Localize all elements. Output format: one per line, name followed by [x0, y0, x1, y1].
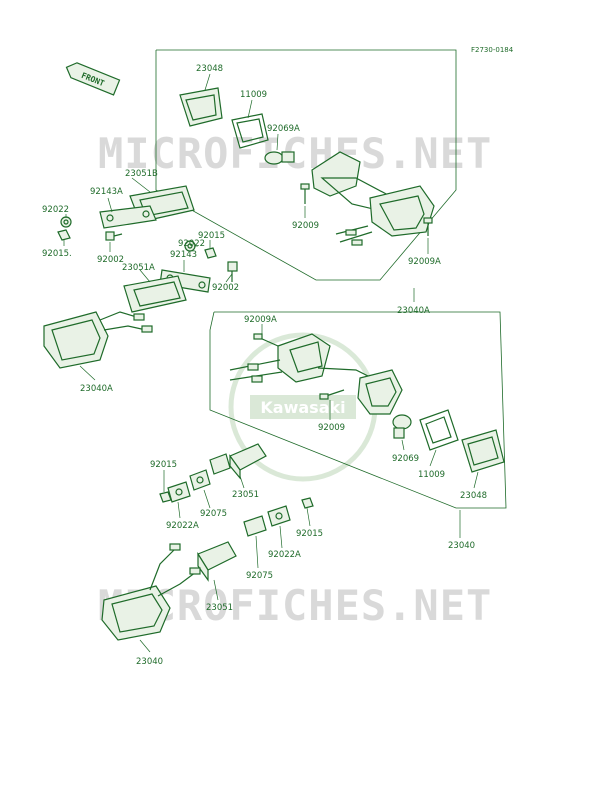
bulb-92069a [264, 151, 295, 165]
bracket-23051a [123, 275, 187, 313]
stay-23051-a [229, 443, 267, 480]
grommet-92075-a [189, 469, 211, 491]
part-label-92002-mid: 92002 [212, 283, 239, 293]
part-label-11009-lower: 11009 [418, 470, 445, 480]
nut-92015-mid [204, 247, 217, 259]
upper-assembly-outline [155, 49, 457, 281]
washer-92022-left [60, 216, 72, 228]
part-label-92002-left: 92002 [97, 255, 124, 265]
nut-92015-left [57, 229, 71, 241]
watermark-top: MICROFICHES.NET [98, 129, 492, 178]
turn-signal-23040a-left [43, 311, 153, 369]
part-label-23040-bottom: 23040 [136, 657, 163, 667]
screw-92009-upper [300, 183, 310, 204]
part-label-23051-b: 23051 [206, 603, 233, 613]
part-label-92143: 92143 [170, 250, 197, 260]
lens-23048-upper [179, 87, 223, 127]
part-label-92009-upper: 92009 [292, 221, 319, 231]
part-label-92069a: 92069A [267, 124, 300, 134]
part-label-23040a-left: 23040A [80, 384, 113, 394]
part-label-23048-upper: 23048 [196, 64, 223, 74]
turn-signal-23040-bottom [101, 543, 201, 641]
part-label-11009-upper: 11009 [240, 90, 267, 100]
nut-92015-lower-b [301, 497, 314, 509]
part-label-92009a-lower: 92009A [244, 315, 277, 325]
washer-92022a-lower-a [167, 481, 191, 503]
front-arrow-icon: FRONT [65, 62, 121, 96]
part-label-23048-lower: 23048 [460, 491, 487, 501]
part-label-23040-right: 23040 [448, 541, 475, 551]
housing-upper-right [311, 151, 435, 246]
part-label-92009a-upper: 92009A [408, 257, 441, 267]
part-label-92022a-lower-b: 92022A [268, 550, 301, 560]
bolt-92002-mid [227, 261, 238, 282]
part-label-92075-a: 92075 [200, 509, 227, 519]
part-label-23051a: 23051A [122, 263, 155, 273]
housing-lower-right [229, 333, 403, 415]
part-label-92143a: 92143A [90, 187, 123, 197]
screw-92009a-lower [253, 333, 279, 347]
part-label-92015-lower-b: 92015 [296, 529, 323, 539]
part-label-92022-left: 92022 [42, 205, 69, 215]
part-label-92069: 92069 [392, 454, 419, 464]
bulb-92069 [392, 414, 412, 439]
part-label-23040a-upper: 23040A [397, 306, 430, 316]
part-label-92075-b: 92075 [246, 571, 273, 581]
washer-92022a-lower-b [267, 505, 291, 527]
plate-92143a [99, 205, 157, 229]
lens-23048-lower [461, 429, 505, 473]
grommet-92075-b [243, 515, 267, 537]
grommet-92075-upper [209, 453, 231, 475]
stay-23051-b [197, 541, 237, 582]
part-label-23051b: 23051B [125, 169, 158, 179]
figure-reference: F2730-0184 [471, 46, 514, 54]
part-label-92009-lower: 92009 [318, 423, 345, 433]
leader-lines [63, 73, 479, 653]
part-label-92022a-lower-a: 92022A [166, 521, 199, 531]
gasket-11009-lower [419, 409, 459, 451]
part-label-92022-mid: 92022 [178, 239, 205, 249]
kawasaki-logo-text: Kawasaki [260, 398, 345, 417]
part-label-92015-left: 92015. [42, 249, 72, 259]
screw-92009a-upper [423, 217, 433, 236]
washer-92022-mid [184, 240, 196, 252]
bolt-92002-left [105, 231, 123, 241]
part-label-92015-mid: 92015 [198, 231, 225, 241]
part-label-92015-lower-a: 92015 [150, 460, 177, 470]
part-label-23051-a: 23051 [232, 490, 259, 500]
gasket-11009-upper [231, 113, 269, 149]
screw-92009-lower [319, 389, 345, 400]
lower-assembly-outline [209, 311, 507, 509]
